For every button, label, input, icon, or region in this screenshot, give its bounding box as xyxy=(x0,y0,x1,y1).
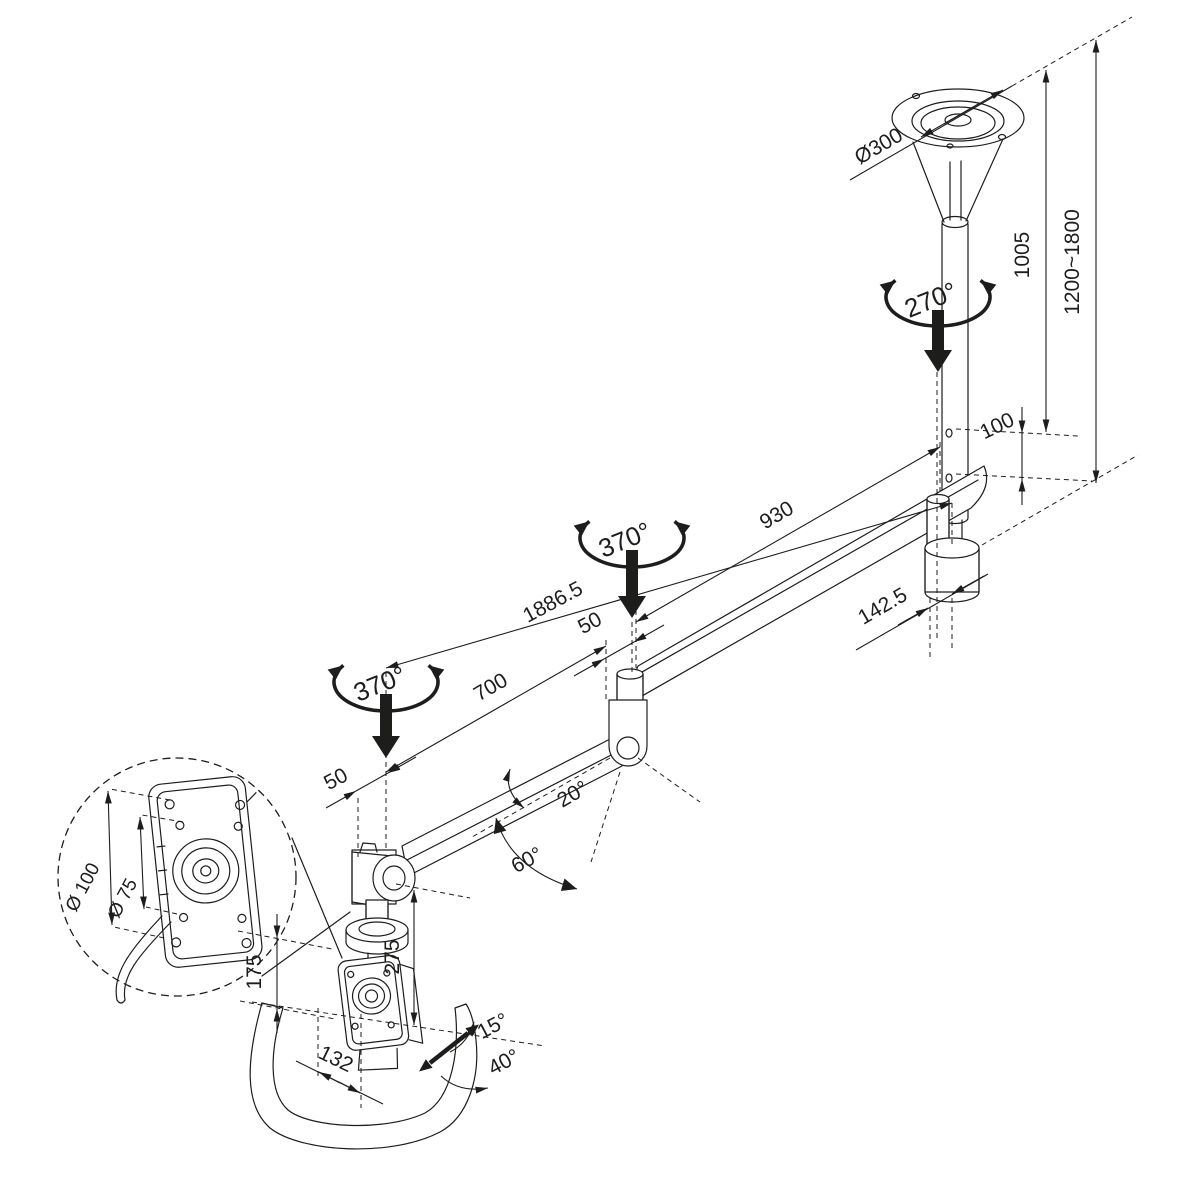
reference-lines xyxy=(237,16,1139,1108)
mid-joint-housing xyxy=(608,699,648,767)
dim-label-lower-arm: 700 xyxy=(470,669,512,706)
mid-rotation-indicator: 370° xyxy=(573,516,691,618)
vesa-hole xyxy=(237,913,247,923)
dim-label-height-range: 1200~1800 xyxy=(1061,209,1084,315)
dim-lower-arm: 700 xyxy=(385,645,607,773)
handle-tray xyxy=(249,1002,478,1150)
dim-label-upper-arm: 930 xyxy=(756,497,798,534)
pole-hub xyxy=(924,537,980,603)
vesa-hole xyxy=(234,799,246,811)
down-arrow xyxy=(924,310,952,372)
elbow-joint xyxy=(351,842,416,907)
label-elbow-rotation: 370° xyxy=(349,660,410,708)
pole-adjust-hole xyxy=(945,428,953,438)
label-arm-tilt-down: 60° xyxy=(508,843,547,878)
dim-pole-length: 1005 xyxy=(1011,70,1050,432)
arm-top-pin xyxy=(926,493,950,546)
dim-label-hole-spacing: 100 xyxy=(976,408,1018,444)
vesa-hole xyxy=(233,821,243,831)
label-screen-tilt-down: 40° xyxy=(485,1045,524,1080)
vesa-detail-view: Ø 100 Ø 75 xyxy=(57,757,351,1004)
detail-cable xyxy=(115,915,172,1004)
dim-label-plate-diameter: Ø300 xyxy=(851,124,907,170)
dim-tray-depth: 132 xyxy=(295,1041,384,1105)
plate-screw-hole xyxy=(997,133,1007,141)
label-screen-tilt-up: 15° xyxy=(474,1009,513,1044)
down-arrow xyxy=(372,694,400,758)
pole-rotation-indicator: 270° xyxy=(879,276,997,372)
dim-height-range: 1200~1800 xyxy=(1061,40,1100,483)
dim-label-vesa-outer: Ø 100 xyxy=(62,860,105,916)
plate-cone-edge xyxy=(965,138,1004,222)
ceiling-plate xyxy=(891,88,1025,229)
bracket-hook xyxy=(357,1047,399,1071)
dim-hub-offset: 142.5 xyxy=(854,573,989,651)
dim-label-vesa-inner: Ø 75 xyxy=(104,875,142,921)
dim-bracket-height: 175 xyxy=(243,914,281,1033)
plate-screw-hole xyxy=(911,92,921,100)
bracket-hole xyxy=(383,969,391,977)
dim-label-bracket-height: 175 xyxy=(243,954,266,989)
detail-leader-line xyxy=(291,837,343,959)
detail-vesa-plate xyxy=(148,776,263,968)
vesa-hole xyxy=(241,937,252,949)
vesa-hole xyxy=(178,912,189,923)
bracket-hole xyxy=(387,1021,395,1029)
bracket-hole xyxy=(351,1022,359,1030)
dim-elbow-offset: 50 xyxy=(320,756,417,809)
label-pole-rotation: 270° xyxy=(900,276,961,324)
dim-label-elbow-offset: 50 xyxy=(320,764,351,795)
detail-circle xyxy=(57,757,297,997)
plate-screw-hole xyxy=(946,143,954,149)
down-arrow xyxy=(618,550,646,618)
plate-cone-edge xyxy=(912,141,945,223)
label-mid-rotation: 370° xyxy=(594,516,655,564)
elbow-rotation-indicator: 370° xyxy=(327,660,445,758)
dim-drop-length: 275 xyxy=(381,890,418,1025)
dim-label-drop-length: 275 xyxy=(381,939,404,974)
pole-adjust-hole xyxy=(945,473,953,483)
dim-label-pole-length: 1005 xyxy=(1011,232,1034,279)
drop-post xyxy=(345,899,409,969)
vesa-hole xyxy=(170,937,182,948)
bracket-hole xyxy=(347,970,355,979)
